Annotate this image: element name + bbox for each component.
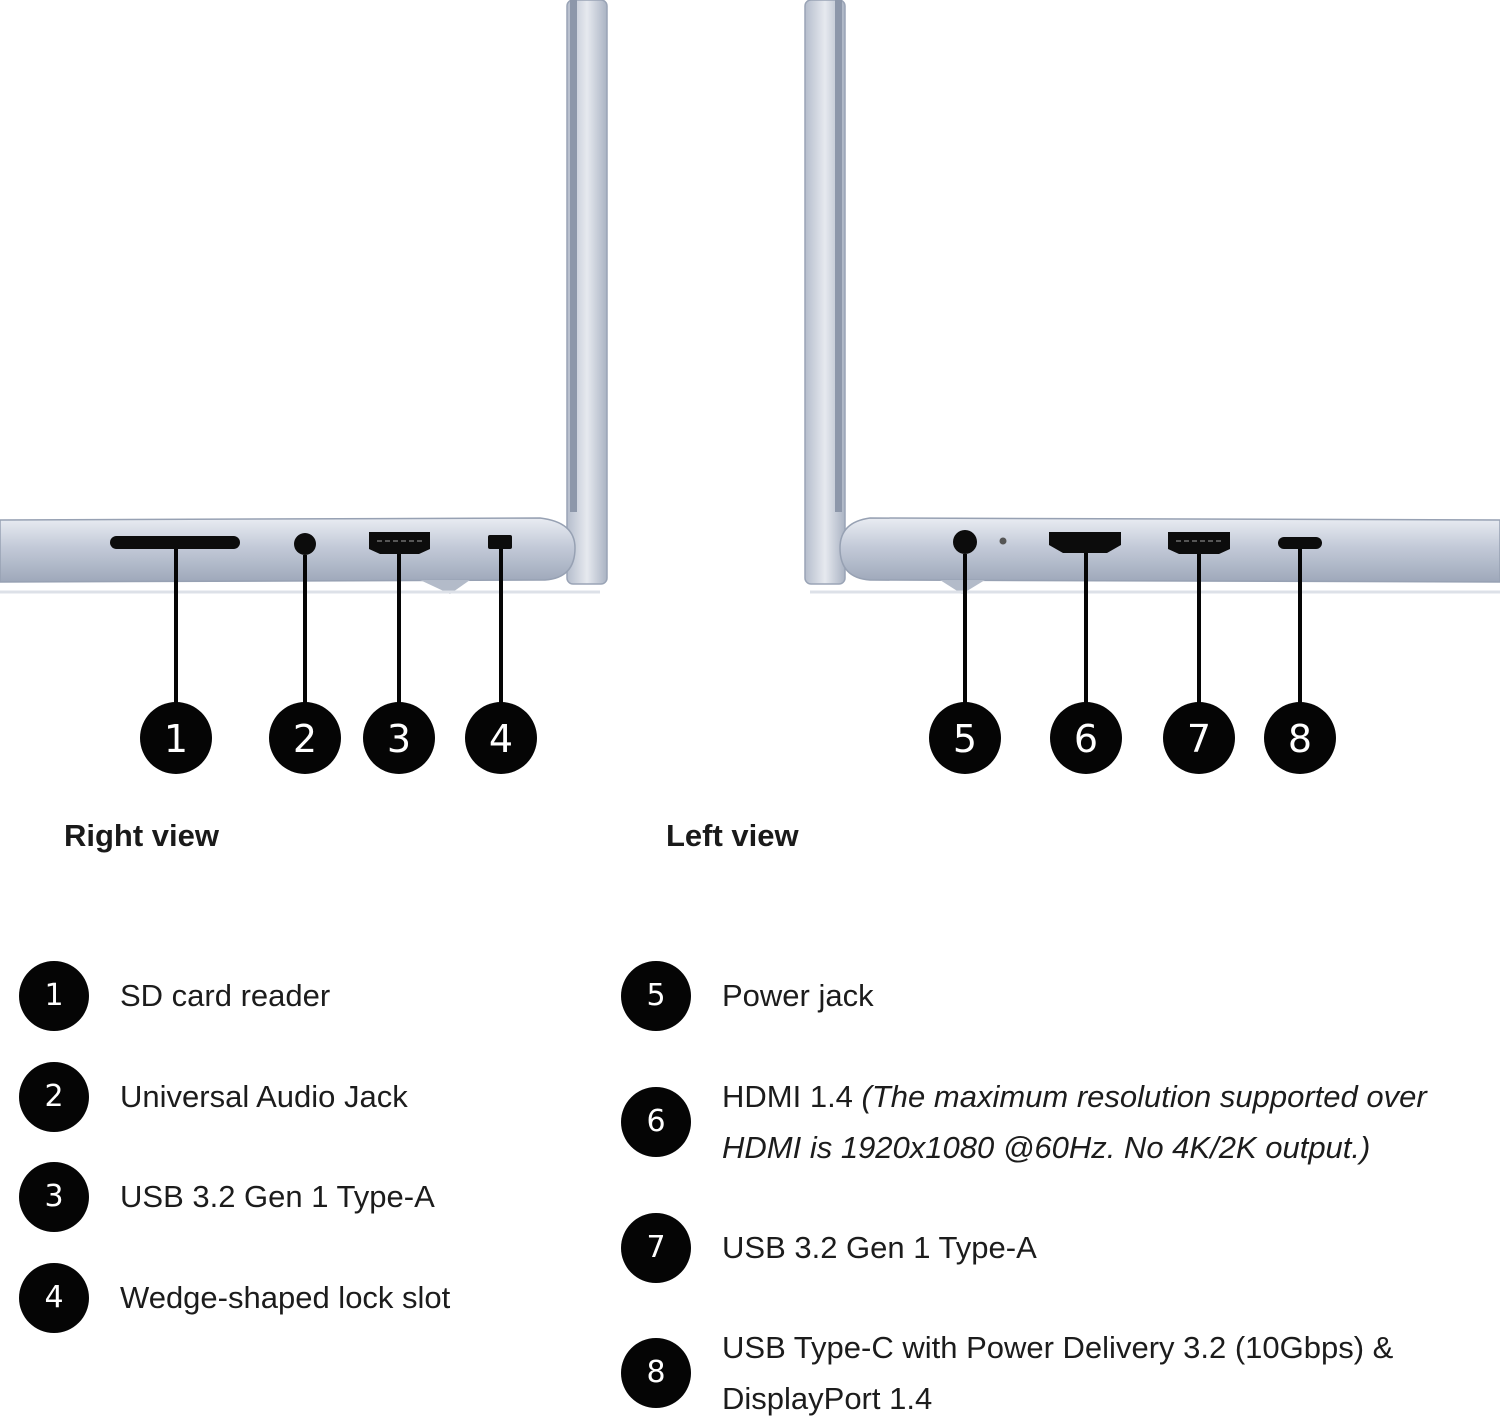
- callout-4: 4: [465, 702, 537, 774]
- callout-7: 7: [1163, 702, 1235, 774]
- hdmi-port-icon: [1049, 532, 1121, 553]
- legend-badge-3: 3: [19, 1162, 89, 1232]
- usb-a-port-left-icon: [1168, 532, 1230, 554]
- callout-3: 3: [363, 702, 435, 774]
- callout-number: 7: [1187, 717, 1211, 761]
- hdmi-resolution-note: (The maximum resolution supported over: [861, 1079, 1427, 1114]
- sd-card-slot-icon: [110, 536, 240, 549]
- usb-c-port-icon: [1278, 537, 1322, 549]
- left-view-foot: [940, 580, 985, 594]
- callout-leaders: [174, 549, 1302, 706]
- legend-label-sd-card-reader: SD card reader: [120, 978, 331, 1013]
- left-view-laptop: [804, 0, 1500, 594]
- callout-number: 2: [293, 717, 317, 761]
- legend-badge-5: 5: [621, 961, 691, 1031]
- callout-6: 6: [1050, 702, 1122, 774]
- right-view-lid-edge: [570, 0, 577, 512]
- right-view-label: Right view: [64, 818, 220, 853]
- callout-number: 8: [1288, 717, 1312, 761]
- legend-badge-8: 8: [621, 1338, 691, 1408]
- callout-2: 2: [269, 702, 341, 774]
- callout-5: 5: [929, 702, 1001, 774]
- power-jack-icon: [953, 530, 977, 554]
- left-view-lid-edge: [835, 0, 842, 512]
- hdmi-resolution-note-line2: HDMI is 1920x1080 @60Hz. No 4K/2K output…: [722, 1130, 1371, 1165]
- right-view-base: [0, 517, 576, 583]
- right-view-laptop: [0, 0, 608, 594]
- legend-label-audio-jack: Universal Audio Jack: [120, 1079, 408, 1114]
- callout-number: 4: [489, 717, 513, 761]
- legend-badge-1: 1: [19, 961, 89, 1031]
- usb-a-port-right-icon: [369, 532, 430, 554]
- legend-badge-2: 2: [19, 1062, 89, 1132]
- left-view-lid: [804, 0, 846, 585]
- callout-number: 6: [1074, 717, 1098, 761]
- legend-label-usb-c: USB Type-C with Power Delivery 3.2 (10Gb…: [722, 1322, 1393, 1424]
- legend-label-lock-slot: Wedge-shaped lock slot: [120, 1280, 451, 1315]
- legend-label-usb-a-left: USB 3.2 Gen 1 Type-A: [722, 1230, 1037, 1265]
- callout-8: 8: [1264, 702, 1336, 774]
- laptop-ports-diagram: 1 2 3 4 5 6 7 8: [0, 0, 1500, 774]
- right-view-lid: [566, 0, 608, 585]
- audio-jack-icon: [294, 533, 316, 555]
- left-view-label: Left view: [666, 818, 799, 853]
- left-view-base: [839, 517, 1500, 583]
- power-indicator-icon: [999, 537, 1007, 545]
- legend-label-hdmi: HDMI 1.4 (The maximum resolution support…: [722, 1071, 1427, 1173]
- legend-label-usb-a-right: USB 3.2 Gen 1 Type-A: [120, 1179, 435, 1214]
- usb-c-name: USB Type-C with Power Delivery 3.2 (10Gb…: [722, 1330, 1394, 1365]
- hdmi-name: HDMI 1.4: [722, 1079, 853, 1114]
- callout-number: 5: [953, 717, 977, 761]
- legend-badge-6: 6: [621, 1087, 691, 1157]
- legend-badge-7: 7: [621, 1213, 691, 1283]
- legend-badge-4: 4: [19, 1263, 89, 1333]
- usb-c-name-line2: DisplayPort 1.4: [722, 1381, 933, 1416]
- callout-number: 1: [164, 717, 188, 761]
- legend-label-power-jack: Power jack: [722, 978, 874, 1013]
- right-view-foot: [420, 580, 470, 594]
- callout-1: 1: [140, 702, 212, 774]
- callout-number: 3: [387, 717, 411, 761]
- lock-slot-icon: [488, 535, 512, 549]
